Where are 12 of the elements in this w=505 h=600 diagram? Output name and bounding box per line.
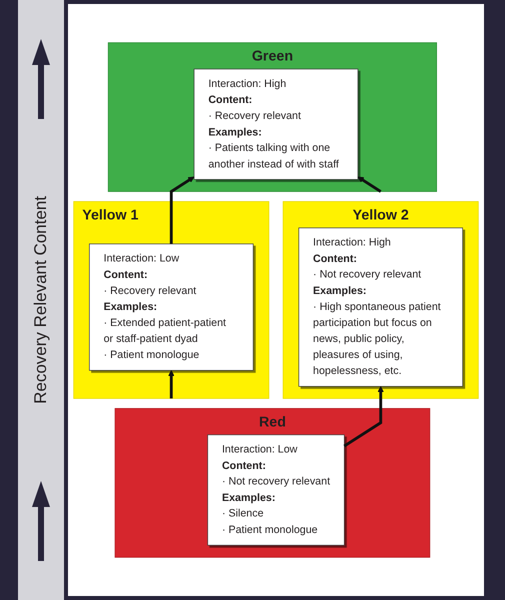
cluster <box>282 201 479 399</box>
arrow <box>170 176 194 244</box>
axis-label: Recovery Relevant Content <box>31 196 51 404</box>
node-box <box>89 244 254 371</box>
node-box <box>207 434 345 546</box>
node-box <box>194 68 358 180</box>
arrow <box>168 370 174 398</box>
cluster <box>114 408 430 558</box>
diagram-panel: Green Interaction: High Content: · Recovery relevant Examples: · Patients talking with one another instead of with staff Yellow 1 Interaction: Low Content: · Recovery relevant Examples: · Extended patient-patient or staff-patient dyad · Patient monologue Yellow 2 Interaction: High Content: · Not recovery relevant Examples: · High spontaneous patient participation but focus on news, public policy, pleasures of using, hopelessness, etc. Red Interaction: Low Content: · Not recovery relevant Examples: · Silence · Patient monologue <box>68 4 484 596</box>
arrow <box>344 386 384 448</box>
arrow <box>358 176 382 193</box>
node-box <box>298 228 463 387</box>
